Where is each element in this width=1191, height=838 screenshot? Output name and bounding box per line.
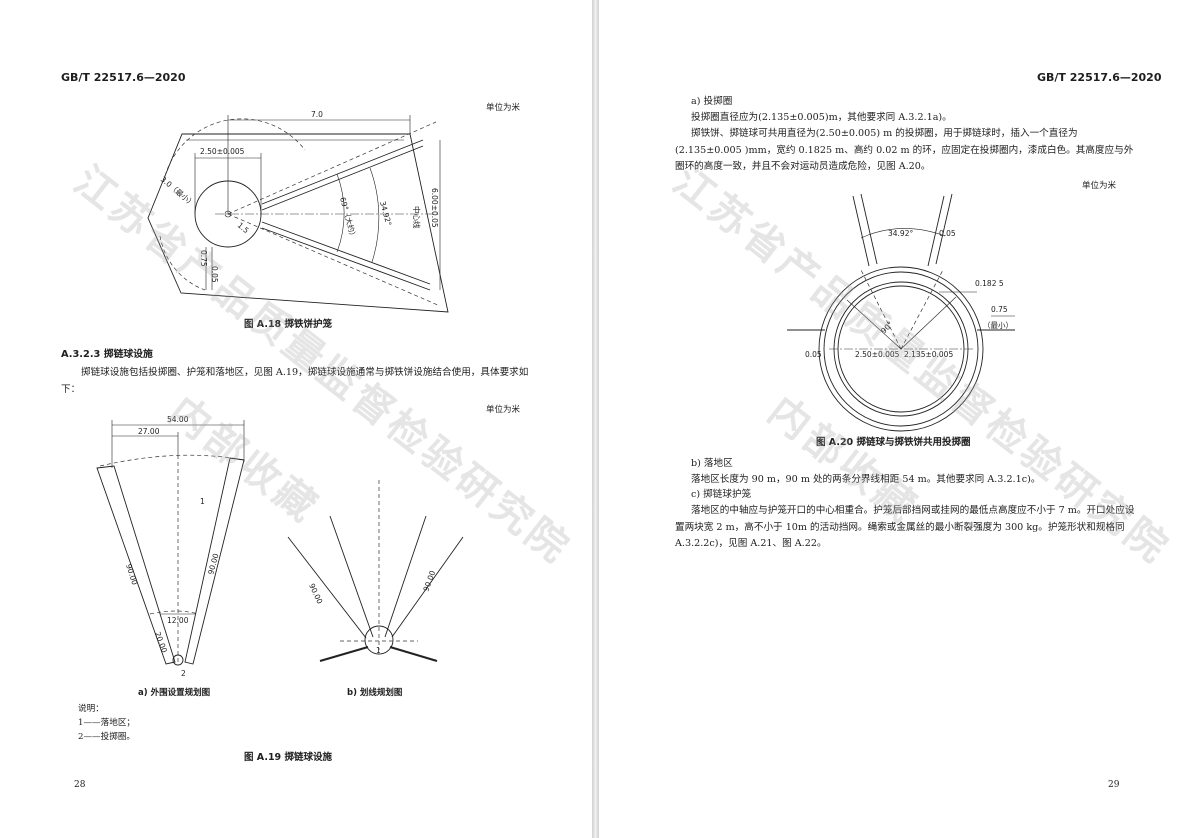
right-page: GB/T 22517.6—2020 a) 投掷圈 投掷圈直径应为(2.135±0… [599,0,1191,838]
dim-0-75: 0.75 [199,250,208,267]
item-c-title: c) 掷链球护笼 [691,489,752,500]
legend-item-2: 2——投掷圈。 [78,732,136,742]
dim-0-75: 0.75 [991,305,1008,314]
page-number: 28 [74,780,86,790]
dim-90-right: 90.00 [421,569,437,592]
section-title-a323: A.3.2.3 掷链球设施 [61,349,153,360]
figure-a18-caption: 图 A.18 掷铁饼护笼 [244,319,332,330]
figure-a19b-subcaption: b) 划线规划图 [347,688,403,698]
standard-header: GB/T 22517.6—2020 [61,71,186,84]
dim-2-50: 2.50±0.005 [200,147,245,156]
item-b-title: b) 落地区 [691,458,733,469]
unit-note: 单位为米 [1082,181,1117,191]
page-number: 29 [1108,780,1120,790]
dim-6-00: 6.00±0.05 [430,188,439,228]
dim-0-05-top: 0.05 [939,229,956,238]
unit-note: 单位为米 [486,103,521,113]
dim-min: （最小） [983,321,1013,330]
label-2-circle: 2 [181,669,186,678]
angle-90: 90° [879,319,895,335]
left-page: GB/T 22517.6—2020 单位为米 7.0 2.50±0 [0,0,592,838]
dim-2-50: 2.50±0.005 [855,350,900,359]
dim-0-05: 0.05 [210,266,219,283]
item-a-title: a) 投掷圈 [691,96,733,107]
label-1-landing-area: 1 [200,497,205,506]
standard-header: GB/T 22517.6—2020 [1037,71,1162,84]
cage-outline [147,133,449,313]
figure-a19a-subcaption: a) 外围设置规划图 [138,688,211,698]
angle-34-92: 34.92° [888,229,913,238]
dim-2-135: 2.135±0.005 [904,350,953,359]
page-gutter [592,0,599,838]
label-1: 1 [376,646,381,655]
item-a-paragraph-1: 投掷圈直径应为(2.135±0.005)m，其他要求同 A.3.2.1a)。 [691,112,952,123]
dim-90-left: 90.00 [307,582,324,605]
legend-item-1: 1——落地区； [78,718,136,728]
figure-a19a-layout: 54.00 27.00 1 12.00 2 90.00 90.00 20.00 [96,415,245,678]
section-paragraph: 掷链球设施包括投掷圈、护笼和落地区，见图 A.19，掷链球设施通常与掷铁饼设施结… [61,367,529,395]
dim-54: 54.00 [167,415,189,424]
dim-12: 12.00 [167,616,189,625]
dim-7: 7.0 [311,110,323,119]
figure-a18-discus-cage: 7.0 2.50±0.005 6.00±0.05 中心线 69°（大约） 34.… [147,110,449,313]
item-b-paragraph: 落地区长度为 90 m，90 m 处的两条分界线相距 54 m。其他要求同 A.… [691,474,1041,485]
dim-0-05-left: 0.05 [805,350,822,359]
dim-27: 27.00 [138,427,160,436]
figure-a20-shared-circle: 34.92° 0.05 0.75 （最小） 0.182 5 0.05 2.50±… [787,193,1015,432]
dim-0-1825: 0.182 5 [975,279,1004,288]
figure-a19-caption: 图 A.19 掷链球设施 [244,752,332,763]
item-c-paragraph: 落地区的中轴应与护笼开口的中心相重合。护笼后部挡网或挂网的最低点高度应不小于 7… [675,505,1135,549]
figure-a19b-lines: 1 90.00 90.00 [287,480,464,662]
center-line-label: 中心线 [412,206,422,229]
figure-a20-caption: 图 A.20 掷链球与掷铁饼共用投掷圈 [816,437,971,448]
item-a-paragraph-2: 掷铁饼、掷链球可共用直径为(2.50±0.005) m 的投掷圈，用于掷链球时，… [675,128,1134,172]
unit-note: 单位为米 [486,405,521,415]
legend-title: 说明： [78,704,104,714]
